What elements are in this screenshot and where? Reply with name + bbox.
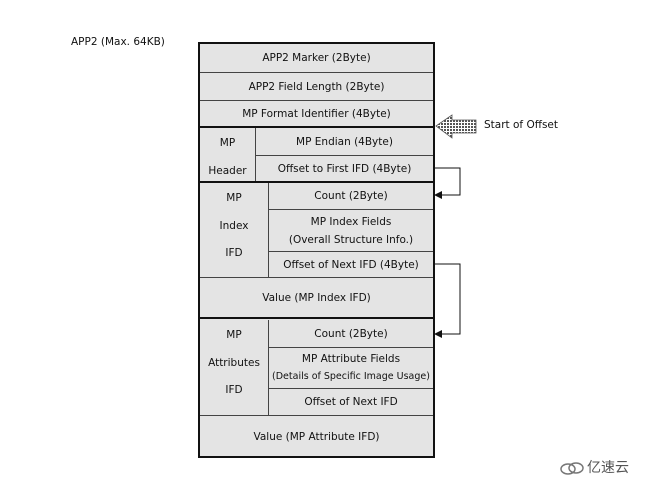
- offset-first-ifd-label: Offset to First IFD (4Byte): [277, 162, 412, 175]
- next-ifd-connector: [433, 263, 461, 335]
- attr-fields-line2: (Details of Specific Image Usage): [272, 371, 430, 382]
- attr-offset-next-row: Offset of Next IFD: [269, 389, 433, 415]
- divider: [200, 72, 433, 73]
- index-value-row: Value (MP Index IFD): [200, 278, 433, 317]
- mp-header-side-label: MP Header: [200, 128, 255, 181]
- app2-marker-row: APP2 Marker (2Byte): [200, 44, 433, 72]
- index-ifd-side-label: MP Index IFD: [200, 183, 268, 277]
- divider: [269, 388, 433, 389]
- divider: [200, 126, 433, 128]
- attr-ifd-side-line1: MP: [226, 329, 242, 341]
- watermark-text: 亿速云: [587, 460, 629, 476]
- attr-ifd-side-line3: IFD: [225, 384, 243, 396]
- attr-offset-next-label: Offset of Next IFD: [304, 396, 398, 408]
- next-ifd-arrowhead: [434, 330, 442, 338]
- app2-marker-label: APP2 Marker (2Byte): [262, 52, 371, 64]
- mp-header-side-line1: MP: [219, 137, 236, 149]
- divider: [269, 347, 433, 348]
- attr-ifd-side-label: MP Attributes IFD: [200, 320, 268, 415]
- divider: [269, 209, 433, 210]
- offset-first-ifd-row: Offset to First IFD (4Byte): [256, 156, 433, 181]
- index-count-row: Count (2Byte): [269, 183, 433, 209]
- divider: [200, 415, 433, 416]
- start-of-offset-arrow: [435, 114, 477, 139]
- divider: [268, 320, 269, 415]
- divider: [200, 277, 433, 278]
- start-of-offset-label: Start of Offset: [484, 119, 558, 131]
- attr-count-row: Count (2Byte): [269, 320, 433, 347]
- cloud-icon: [560, 462, 584, 475]
- divider: [200, 317, 433, 319]
- attr-value-label: Value (MP Attribute IFD): [253, 430, 380, 443]
- index-ifd-side-line2: Index: [219, 220, 249, 232]
- mp-header-side-line2: Header: [208, 165, 247, 177]
- index-fields-line2: (Overall Structure Info.): [288, 233, 414, 246]
- divider: [200, 100, 433, 101]
- index-fields-row: MP Index Fields (Overall Structure Info.…: [269, 210, 433, 251]
- attr-value-row: Value (MP Attribute IFD): [200, 417, 433, 456]
- index-ifd-side-line1: MP: [226, 192, 242, 204]
- index-fields-line1: MP Index Fields: [310, 215, 392, 228]
- attr-fields-row: MP Attribute Fields (Details of Specific…: [269, 348, 433, 388]
- first-ifd-connector: [433, 167, 461, 196]
- mp-endian-label: MP Endian (4Byte): [296, 135, 393, 148]
- index-offset-next-row: Offset of Next IFD (4Byte): [269, 252, 433, 277]
- watermark-logo: 亿速云: [560, 457, 629, 477]
- divider: [256, 155, 433, 156]
- divider: [268, 183, 269, 277]
- mp-format-identifier-label: MP Format Identifier (4Byte): [242, 107, 391, 120]
- index-ifd-side-line3: IFD: [225, 247, 243, 259]
- divider: [200, 181, 433, 183]
- index-offset-next-label: Offset of Next IFD (4Byte): [283, 258, 419, 271]
- attr-count-label: Count (2Byte): [314, 327, 388, 340]
- app2-field-length-label: APP2 Field Length (2Byte): [248, 80, 385, 93]
- structure-frame: [198, 42, 435, 458]
- first-ifd-arrowhead: [434, 191, 442, 199]
- index-value-label: Value (MP Index IFD): [262, 291, 371, 304]
- mp-endian-row: MP Endian (4Byte): [256, 128, 433, 155]
- mp-format-identifier-row: MP Format Identifier (4Byte): [200, 101, 433, 126]
- attr-ifd-side-line2: Attributes: [208, 357, 260, 369]
- attr-fields-line1: MP Attribute Fields: [301, 353, 401, 365]
- divider: [269, 251, 433, 252]
- index-count-label: Count (2Byte): [314, 190, 388, 202]
- app2-field-length-row: APP2 Field Length (2Byte): [200, 73, 433, 100]
- diagram-title: APP2 (Max. 64KB): [71, 36, 165, 48]
- divider: [255, 128, 256, 181]
